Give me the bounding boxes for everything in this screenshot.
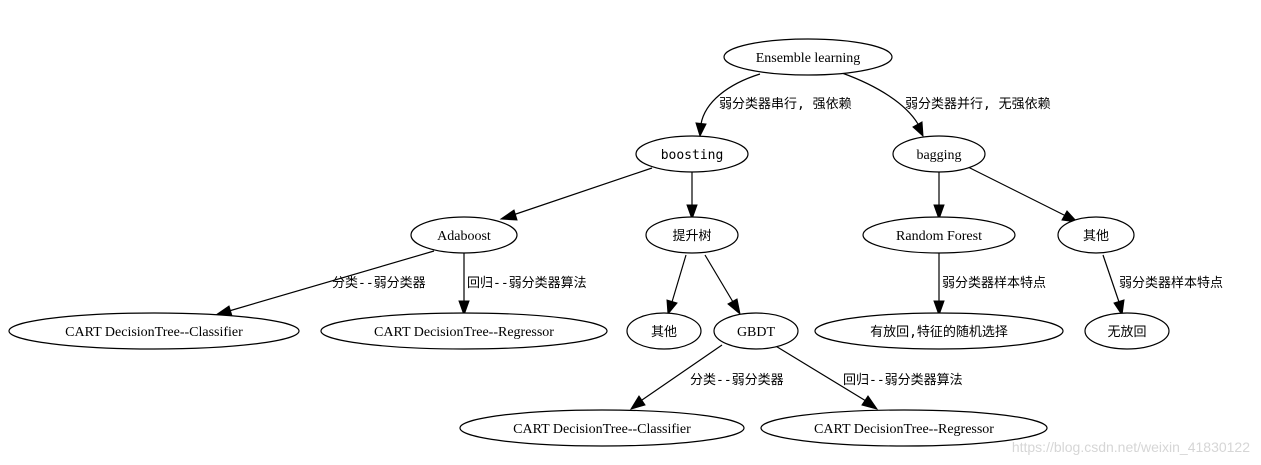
node-wufanghui-label: 无放回 — [1107, 325, 1146, 340]
node-cart-classifier-gbdt-label: CART DecisionTree--Classifier — [513, 422, 691, 437]
node-adaboost-label: Adaboost — [437, 229, 491, 244]
node-cart-classifier-adaboost-label: CART DecisionTree--Classifier — [65, 325, 243, 340]
node-boosting: boosting — [635, 135, 749, 173]
edge-tishengshu-to-gbdt — [704, 254, 741, 316]
node-gbdt-label: GBDT — [737, 325, 776, 340]
edge-boosting-to-tishengshu — [686, 172, 698, 221]
node-bagging: bagging — [892, 135, 986, 173]
edge-label-parallel: 弱分类器并行, 无强依赖 — [905, 97, 1051, 112]
node-ensemble-learning: Ensemble learning — [723, 38, 893, 76]
edge-label-gbdt-classifier: 分类--弱分类器 — [690, 373, 784, 388]
node-qita-bagging: 其他 — [1057, 216, 1135, 254]
watermark-text: https://blog.csdn.net/weixin_41830122 — [1012, 439, 1250, 455]
edge-label-rf-sample: 弱分类器样本特点 — [942, 276, 1046, 291]
node-adaboost: Adaboost — [410, 216, 518, 254]
edge-gbdt-to-classifier — [629, 344, 723, 410]
edge-bagging-to-randomforest — [933, 172, 945, 221]
node-rf-leaf: 有放回,特征的随机选择 — [814, 312, 1064, 350]
edge-ensemble-to-bagging — [841, 72, 924, 138]
node-cart-regressor-gbdt-label: CART DecisionTree--Regressor — [814, 422, 994, 437]
edge-bagging-to-qita — [967, 166, 1079, 223]
node-wufanghui: 无放回 — [1084, 312, 1170, 350]
node-tishengshu-label: 提升树 — [672, 228, 711, 244]
node-tishengshu: 提升树 — [645, 216, 739, 254]
edge-adaboost-to-classifier — [214, 250, 435, 317]
edge-gbdt-to-regressor — [773, 344, 879, 410]
edge-boosting-to-adaboost — [499, 167, 653, 221]
node-cart-classifier-adaboost: CART DecisionTree--Classifier — [8, 312, 300, 350]
edge-label-ada-regressor: 回归--弱分类器算法 — [467, 276, 587, 291]
node-gbdt: GBDT — [713, 312, 799, 350]
node-cart-regressor-adaboost: CART DecisionTree--Regressor — [320, 312, 608, 350]
edge-label-gbdt-regressor: 回归--弱分类器算法 — [843, 373, 963, 388]
edge-randomforest-to-leaf — [933, 253, 945, 317]
edge-label-serial: 弱分类器串行, 强依赖 — [719, 97, 852, 112]
edge-label-qita-sample: 弱分类器样本特点 — [1119, 276, 1223, 291]
node-cart-regressor-adaboost-label: CART DecisionTree--Regressor — [374, 325, 554, 340]
edge-adaboost-to-regressor — [458, 253, 470, 317]
node-cart-regressor-gbdt: CART DecisionTree--Regressor — [760, 409, 1048, 447]
node-rf-leaf-label: 有放回,特征的随机选择 — [870, 324, 1008, 340]
node-cart-classifier-gbdt: CART DecisionTree--Classifier — [459, 409, 745, 447]
node-ensemble-learning-label: Ensemble learning — [756, 51, 861, 66]
node-random-forest: Random Forest — [862, 216, 1016, 254]
edge-tishengshu-to-qita — [666, 254, 687, 316]
edge-ensemble-to-boosting — [695, 73, 761, 138]
node-qita-tree: 其他 — [626, 312, 702, 350]
node-qita-tree-label: 其他 — [651, 325, 677, 340]
node-bagging-label: bagging — [916, 148, 961, 163]
node-qita-bagging-label: 其他 — [1083, 229, 1109, 244]
edge-label-ada-classifier: 分类--弱分类器 — [332, 276, 426, 291]
node-random-forest-label: Random Forest — [896, 229, 982, 244]
edge-qita-to-wufanghui — [1102, 254, 1125, 317]
node-boosting-label: boosting — [661, 148, 724, 163]
